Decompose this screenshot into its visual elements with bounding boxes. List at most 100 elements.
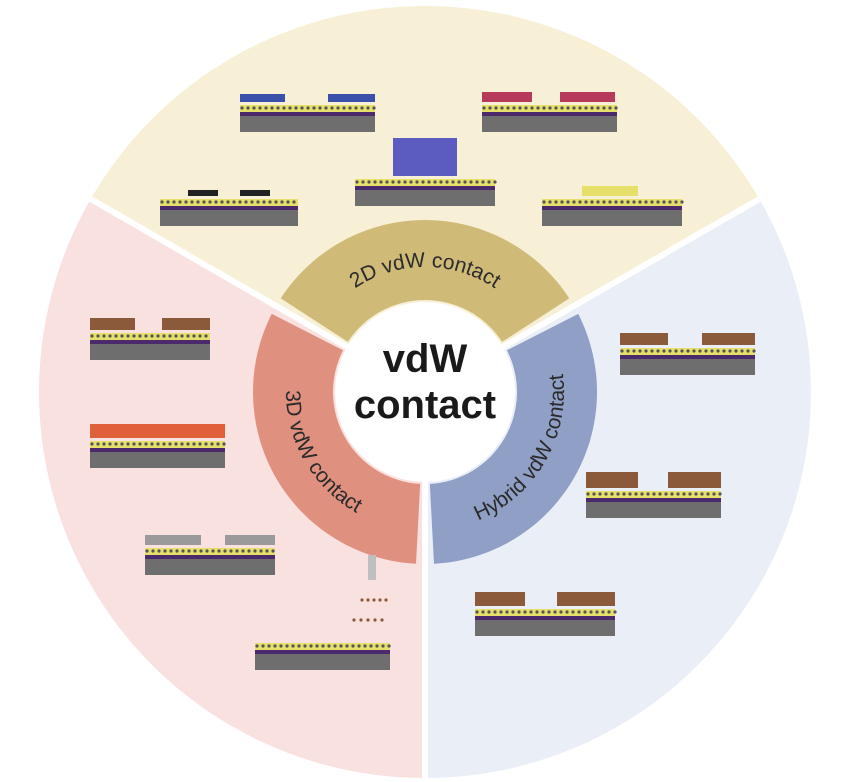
lattice-atoms	[126, 334, 130, 338]
contact-electrode	[582, 186, 638, 196]
lattice-atoms	[415, 180, 419, 184]
substrate-layer	[620, 359, 755, 375]
lattice-atoms	[372, 106, 376, 110]
contact-electrode	[560, 92, 615, 102]
lattice-atoms	[339, 644, 343, 648]
lattice-atoms	[511, 610, 515, 614]
lattice-atoms	[718, 492, 722, 496]
dielectric-layer	[475, 616, 615, 620]
lattice-atoms	[397, 180, 401, 184]
lattice-atoms	[583, 610, 587, 614]
lattice-atoms	[391, 180, 395, 184]
lattice-atoms	[433, 180, 437, 184]
lattice-atoms	[488, 106, 492, 110]
lattice-atoms	[363, 644, 367, 648]
lattice-atoms	[626, 349, 630, 353]
deposited-particles	[359, 618, 363, 622]
substrate-layer	[255, 654, 390, 670]
lattice-atoms	[345, 644, 349, 648]
lattice-atoms	[656, 200, 660, 204]
lattice-atoms	[614, 200, 618, 204]
lattice-atoms	[178, 200, 182, 204]
lattice-atoms	[102, 442, 106, 446]
lattice-atoms	[204, 442, 208, 446]
lattice-atoms	[96, 442, 100, 446]
lattice-atoms	[138, 334, 142, 338]
substrate-layer	[90, 452, 225, 468]
ring-segment-3d	[253, 313, 421, 564]
dielectric-layer	[482, 112, 617, 116]
lattice-atoms	[216, 442, 220, 446]
dielectric-layer	[355, 186, 495, 190]
dielectric-layer	[542, 206, 682, 210]
lattice-atoms	[288, 106, 292, 110]
center-title-line2: contact	[354, 383, 496, 427]
contact-electrode	[586, 472, 638, 488]
lattice-atoms	[267, 644, 271, 648]
lattice-atoms	[321, 644, 325, 648]
lattice-atoms	[638, 349, 642, 353]
lattice-atoms	[351, 644, 355, 648]
lattice-atoms	[199, 549, 203, 553]
dielectric-layer	[255, 650, 390, 654]
center-circle	[335, 302, 515, 482]
lattice-atoms	[554, 106, 558, 110]
contact-electrode	[240, 190, 270, 196]
lattice-atoms	[728, 349, 732, 353]
lattice-atoms	[650, 200, 654, 204]
semiconductor-layer	[145, 548, 275, 555]
lattice-atoms	[169, 549, 173, 553]
lattice-atoms	[184, 200, 188, 204]
lattice-atoms	[530, 106, 534, 110]
lattice-atoms	[198, 334, 202, 338]
lattice-atoms	[740, 349, 744, 353]
lattice-atoms	[644, 349, 648, 353]
lattice-atoms	[229, 549, 233, 553]
lattice-atoms	[475, 610, 479, 614]
lattice-atoms	[559, 610, 563, 614]
lattice-atoms	[493, 610, 497, 614]
ring-segment-2d	[280, 219, 570, 342]
lattice-atoms	[226, 200, 230, 204]
contact-electrode	[620, 333, 668, 345]
lattice-atoms	[114, 334, 118, 338]
lattice-atoms	[297, 644, 301, 648]
lattice-atoms	[327, 644, 331, 648]
lattice-atoms	[658, 492, 662, 496]
lattice-atoms	[481, 610, 485, 614]
lattice-atoms	[220, 200, 224, 204]
lattice-atoms	[584, 106, 588, 110]
deposited-particles	[366, 598, 370, 602]
lattice-atoms	[638, 200, 642, 204]
lattice-atoms	[181, 549, 185, 553]
contact-electrode	[475, 592, 525, 606]
lattice-atoms	[668, 349, 672, 353]
lattice-atoms	[166, 200, 170, 204]
lattice-atoms	[265, 549, 269, 553]
dielectric-layer	[90, 448, 225, 452]
lattice-atoms	[214, 200, 218, 204]
lattice-atoms	[258, 106, 262, 110]
lattice-atoms	[223, 549, 227, 553]
lattice-atoms	[174, 334, 178, 338]
lattice-atoms	[704, 349, 708, 353]
lattice-atoms	[578, 106, 582, 110]
lattice-atoms	[187, 549, 191, 553]
deposited-particles	[372, 598, 376, 602]
lattice-atoms	[475, 180, 479, 184]
contact-electrode	[90, 424, 225, 438]
lattice-atoms	[590, 106, 594, 110]
lattice-atoms	[517, 610, 521, 614]
lattice-atoms	[578, 200, 582, 204]
lattice-atoms	[421, 180, 425, 184]
lattice-atoms	[162, 442, 166, 446]
substrate-layer	[145, 559, 275, 575]
lattice-atoms	[108, 442, 112, 446]
lattice-atoms	[694, 492, 698, 496]
lattice-atoms	[710, 349, 714, 353]
lattice-atoms	[604, 492, 608, 496]
contact-electrode	[145, 535, 201, 545]
lattice-atoms	[253, 549, 257, 553]
lattice-atoms	[168, 334, 172, 338]
